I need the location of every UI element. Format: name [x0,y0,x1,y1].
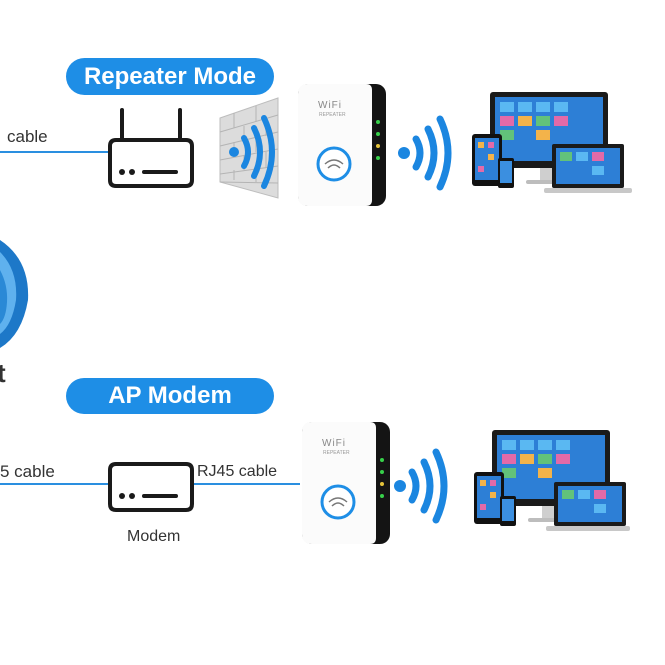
cropped-text-fragment: t [0,358,6,388]
modem-icon [108,462,194,512]
device-sub-text-ap: REPEATER [323,450,350,456]
repeater-left-cable-label: cable [7,127,48,146]
ap-modem-title: AP Modem [66,378,274,414]
ap-left-cable-label: 5 cable [0,462,55,481]
ap-left-cable-line [0,483,108,485]
wifi-repeater-device: WiFi REPEATER [298,84,386,206]
repeater-mode-title: Repeater Mode [66,58,274,95]
repeater-left-cable-line [0,151,108,153]
modem-label: Modem [127,528,181,545]
ap-right-cable-label: RJ45 cable [197,463,278,480]
device-brand-text-ap: WiFi [322,438,346,449]
cropped-device-fragment-icon [0,240,29,348]
device-brand-text: WiFi [318,100,342,111]
brick-wall-signal-icon [219,97,279,199]
wifi-waves-icon [398,115,452,191]
device-sub-text: REPEATER [319,112,346,118]
wifi-waves-icon-ap [394,448,448,524]
client-devices-icon [472,92,632,193]
router-icon [108,108,194,188]
ap-right-cable-line [194,483,300,485]
wifi-repeater-device-ap: WiFi REPEATER [302,422,390,544]
client-devices-icon-ap [474,430,630,531]
